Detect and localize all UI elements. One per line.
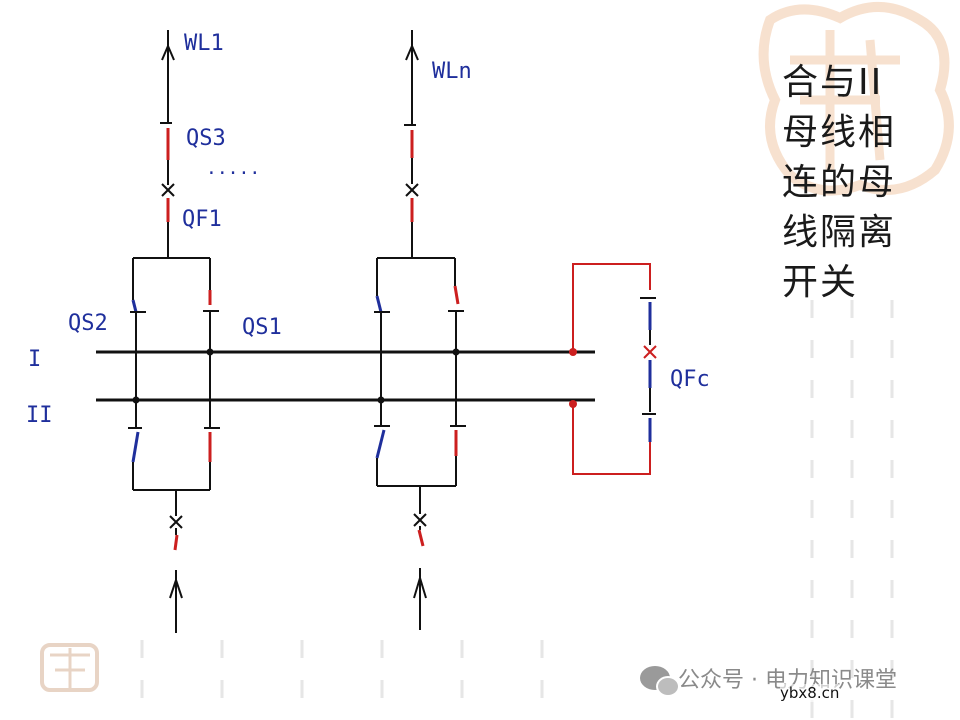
note-line: 开关 [782,262,859,303]
note-line: 连的母 [782,162,897,203]
ornament-seal [758,2,954,196]
label-bus-i: I [28,347,41,372]
note-line: 母线相 [782,112,897,153]
outgoing-arrow-icon [161,43,175,61]
site-label: ybx8.cn [780,684,840,702]
decor-dashes [140,300,894,720]
breaker-icon [405,183,419,197]
label-dots: ..... [206,158,260,179]
feeder-wl1 [128,30,220,633]
wechat-icon [640,666,680,697]
logo-seal [40,643,99,692]
bus-tie-qfc [569,263,657,475]
qfc-breaker-icon [643,345,657,359]
annotation-note: 合与II 母线相 连的母 线隔离 开关 [782,58,922,308]
label-qf1: QF1 [182,207,222,232]
incoming-arrow-icon [169,576,183,599]
label-wln: WLn [432,59,472,84]
label-qs3: QS3 [186,126,226,151]
label-bus-ii: II [26,403,53,428]
incoming-arrow-icon [413,574,427,599]
note-line: 合与II [782,62,884,103]
label-qs2: QS2 [68,311,108,336]
incoming-breaker-icon [169,515,183,529]
incoming-breaker-icon [413,513,427,527]
label-qs1: QS1 [242,315,282,340]
label-wl1: WL1 [184,31,224,56]
outgoing-arrow-icon [405,43,419,61]
feeder-wln [374,30,466,630]
watermark: 公众号 · 电力知识课堂 [640,662,897,697]
qf1-breaker-icon [161,183,175,197]
label-qfc: QFc [670,367,710,392]
note-line: 线隔离 [782,212,897,253]
